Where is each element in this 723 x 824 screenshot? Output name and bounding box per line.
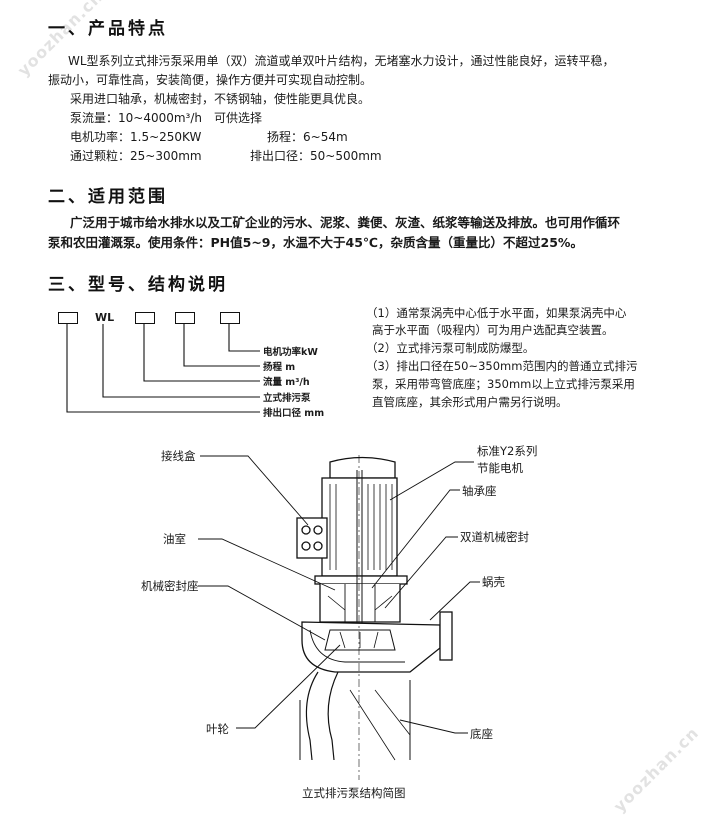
label-oil-chamber: 油室 bbox=[163, 532, 186, 546]
model-box-flow bbox=[135, 312, 155, 324]
spec-flow: 泵流量：10~4000m³/h 可供选择 bbox=[70, 111, 263, 125]
label-volute: 蜗壳 bbox=[482, 575, 505, 589]
model-code-leader-lines bbox=[66, 324, 260, 413]
model-label-head: 扬程 m bbox=[263, 362, 296, 373]
section1-para2: 采用进口轴承，机械密封，不锈钢轴，使性能更具优良。 bbox=[70, 92, 371, 106]
label-junction-box: 接线盒 bbox=[161, 449, 196, 463]
section1-title: 一、产品特点 bbox=[48, 19, 168, 39]
section3-title: 三、型号、结构说明 bbox=[48, 275, 228, 295]
note-line-5: 泵，采用带弯管底座；350mm以上立式排污泵采用 bbox=[372, 377, 635, 391]
label-seal-seat: 机械密封座 bbox=[141, 579, 199, 593]
label-motor-line1: 标准Y2系列 bbox=[477, 444, 538, 458]
model-prefix-wl: WL bbox=[95, 311, 115, 324]
model-box-outlet bbox=[58, 312, 78, 324]
spec-power: 电机功率：1.5~250KW bbox=[70, 130, 202, 144]
note-line-2: 高于水平面（吸程内）可为用户选配真空装置。 bbox=[372, 323, 614, 337]
model-label-power: 电机功率kW bbox=[263, 347, 318, 358]
label-double-seal: 双道机械密封 bbox=[460, 530, 529, 544]
label-base: 底座 bbox=[470, 727, 493, 741]
label-bearing-seat: 轴承座 bbox=[462, 484, 497, 498]
note-line-3: （2）立式排污泵可制成防爆型。 bbox=[366, 341, 535, 355]
spec-head: 扬程：6~54m bbox=[267, 130, 348, 144]
spec-particle: 通过颗粒：25~300mm bbox=[70, 149, 202, 163]
section2-line2: 泵和农田灌溉泵。使用条件：PH值5~9，水温不大于45℃，杂质含量（重量比）不超… bbox=[48, 235, 583, 250]
model-box-power bbox=[220, 312, 240, 324]
note-line-6: 直管底座，其余形式用户需另行说明。 bbox=[372, 395, 568, 409]
section2-line1: 广泛用于城市给水排水以及工矿企业的污水、泥浆、粪便、灰渣、纸浆等输送及排放。也可… bbox=[70, 215, 621, 230]
model-box-head bbox=[175, 312, 195, 324]
label-impeller: 叶轮 bbox=[206, 722, 229, 736]
label-motor-line2: 节能电机 bbox=[477, 461, 523, 475]
section1-para1-line1: WL型系列立式排污泵采用单（双）流道或单双叶片结构，无堵塞水力设计，通过性能良好… bbox=[68, 54, 615, 68]
note-line-4: （3）排出口径在50~350mm范围内的普通立式排污 bbox=[366, 359, 638, 373]
model-label-outlet: 排出口径 mm bbox=[263, 408, 325, 419]
note-line-1: （1）通常泵涡壳中心低于水平面，如果泵涡壳中心 bbox=[366, 306, 627, 320]
diagram-caption: 立式排污泵结构简图 bbox=[302, 786, 406, 800]
model-label-type: 立式排污泵 bbox=[263, 393, 311, 404]
section1-para1-line2: 振动小，可靠性高，安装简便，操作方便并可实现自动控制。 bbox=[48, 73, 373, 87]
spec-outlet: 排出口径：50~500mm bbox=[250, 149, 382, 163]
model-label-flow: 流量 m³/h bbox=[263, 377, 310, 388]
section2-title: 二、适用范围 bbox=[48, 187, 168, 207]
